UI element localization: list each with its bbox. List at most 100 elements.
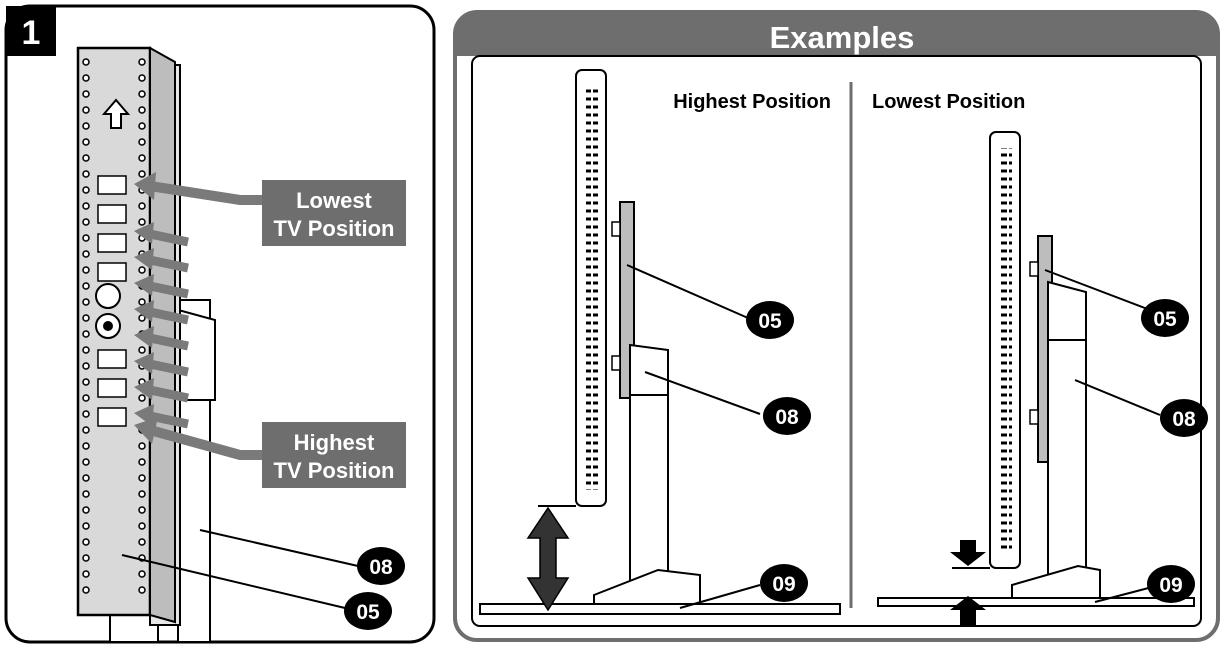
bracket-hole [82,314,90,322]
bracket-hole [138,106,146,114]
svg-text:09: 09 [1159,574,1182,597]
bracket-hole [82,426,90,434]
part-badge-05: 05 [344,592,392,630]
bracket-slot [97,233,127,253]
bracket-hole [82,122,90,130]
bracket-hole [82,154,90,162]
bracket-hole [82,282,90,290]
bracket-hole [82,490,90,498]
bracket-hole [82,410,90,418]
bracket-hole [138,138,146,146]
svg-text:05: 05 [1153,308,1177,331]
bracket-hole [82,250,90,258]
bracket-hole [138,298,146,306]
highest-position-title: Highest Position [673,91,831,113]
bracket-slot [97,204,127,224]
bracket-hole [82,90,90,98]
gray-pointer-arrow [149,255,189,273]
svg-text:05: 05 [758,310,782,333]
gray-pointer-arrowhead [134,222,154,244]
bracket-hole [82,202,90,210]
svg-text:08: 08 [369,556,393,579]
gray-pointer-arrow [149,229,189,247]
bracket-hole [138,346,146,354]
bracket-hole [82,458,90,466]
bracket-hole [138,506,146,514]
tv-highest-position [479,69,841,615]
step-number: 1 [22,14,41,52]
gray-pointer-arrowhead [134,352,154,374]
bracket-hole [82,298,90,306]
up-arrow-icon [101,98,131,129]
bracket-hole [138,218,146,226]
bracket-hole [138,122,146,130]
bracket-hole [82,538,90,546]
bracket-hole [138,570,146,578]
height-arrow-icon [526,506,570,612]
svg-text:05: 05 [356,601,380,624]
bracket-slot [97,349,127,369]
bracket-hole [138,522,146,530]
bracket-hole [138,442,146,450]
examples-header: Examples [770,20,915,55]
bracket-hole [138,154,146,162]
bracket-hole [138,314,146,322]
bracket-hole [82,554,90,562]
gray-pointer-arrowhead [134,274,154,296]
gray-pointer-arrow [149,307,189,325]
down-arrow-icon [950,540,986,566]
bracket-hole [82,330,90,338]
bracket-hole [138,474,146,482]
bracket-hole [138,202,146,210]
left-badge-09: 09 [760,564,808,602]
right-badge-08: 08 [1160,399,1208,437]
gray-pointer-arrow [149,333,189,351]
bracket-hole [82,506,90,514]
panel-examples: Examples Highest Position Lowest Positio… [453,10,1220,642]
bracket-hole [82,378,90,386]
bracket-hole [138,490,146,498]
bracket-hole [82,346,90,354]
bracket-hole [138,458,146,466]
bracket-hole [82,170,90,178]
callout-lowest-tv-position: Lowest TV Position [134,172,406,246]
gray-pointer-arrow [149,411,189,429]
bracket-slot [97,175,127,195]
bracket-hole [82,138,90,146]
bracket-hole [82,186,90,194]
lowest-position-title: Lowest Position [872,91,1025,113]
bracket-hole [82,570,90,578]
bracket-hole [82,586,90,594]
bracket-slot [97,407,127,427]
tv-lowest-position [877,131,1195,607]
gray-pointer-arrowhead [134,326,154,348]
bracket-hole [138,74,146,82]
bracket-hole [138,266,146,274]
part-badge-08: 08 [357,547,405,585]
bracket-hole [82,394,90,402]
bracket-hole [82,266,90,274]
callout-highest-line2: TV Position [274,458,395,483]
bracket-hole [138,58,146,66]
right-badge-09: 09 [1147,565,1195,603]
bracket-hole [82,362,90,370]
bracket-hole [82,106,90,114]
callout-highest-tv-position: Highest TV Position [134,417,406,488]
gray-pointer-arrowhead [134,300,154,322]
bracket-hole [82,474,90,482]
svg-text:09: 09 [772,573,795,596]
bracket-hole [82,442,90,450]
gray-pointer-arrowhead [134,378,154,400]
bracket-slot [97,262,127,282]
step-number-box [6,6,56,56]
callout-lowest-line1: Lowest [296,188,372,213]
svg-text:08: 08 [1172,408,1196,431]
bracket-hole [82,522,90,530]
gray-pointer-arrow [149,385,189,403]
bracket-hole [138,538,146,546]
panel-step-1: 1 Lowest TV Positi [4,4,436,644]
bracket-hole [82,58,90,66]
bracket-hole [82,218,90,226]
bracket-hole [82,234,90,242]
